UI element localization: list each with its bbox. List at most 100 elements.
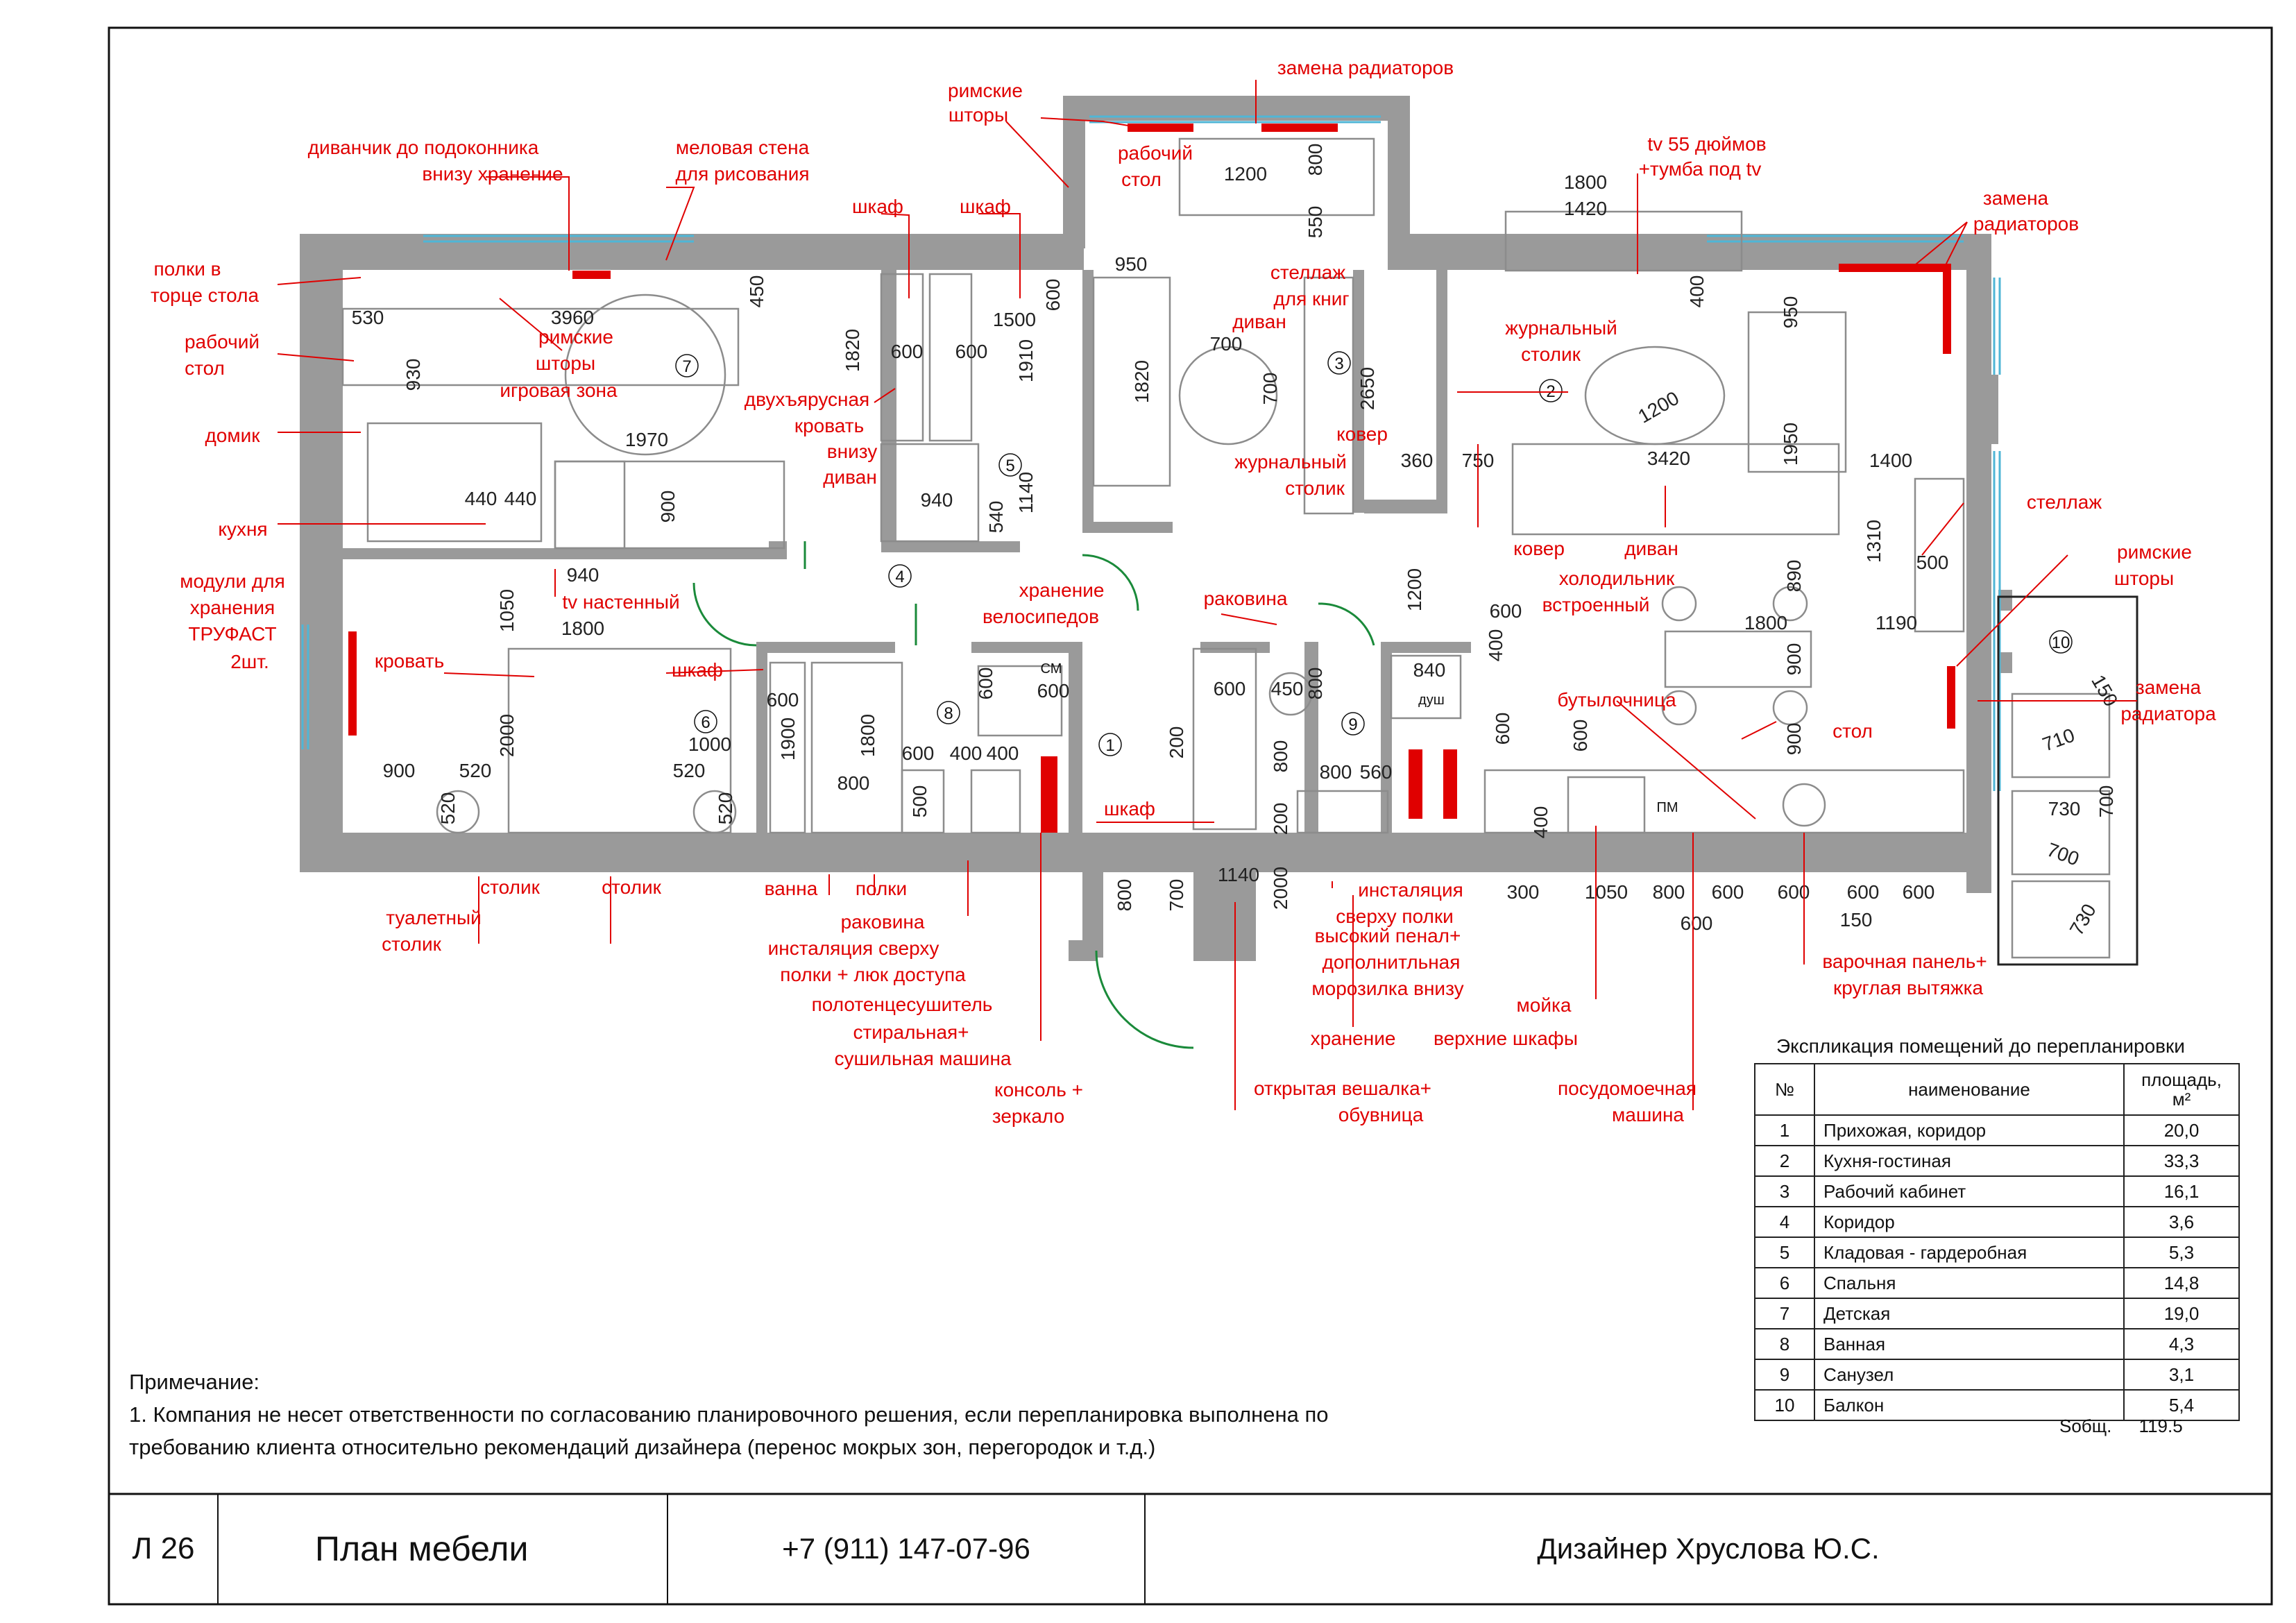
annotation: tv настенный [562,591,679,613]
note-line: Примечание: [129,1370,260,1394]
fixture-label: ПМ [1656,800,1678,815]
dimension: 1050 [1585,881,1628,903]
dimension: 3420 [1647,448,1690,469]
annotation: обувница [1338,1104,1424,1125]
total-label: Sобщ. [2059,1416,2112,1436]
annotation: шкаф [672,659,723,681]
annotation: открытая вешалка+ [1254,1078,1431,1099]
annotation: +тумба под tv [1639,158,1762,180]
annotation: встроенный [1542,594,1650,615]
annotation: римские [2117,541,2192,563]
annotation: диван [823,466,877,488]
table-cell: 5,3 [2123,1237,2240,1268]
phone-number: +7 (911) 147-07-96 [782,1532,1030,1565]
annotation: инсталяция [1358,879,1463,901]
dimension: 940 [921,489,953,511]
table-cell: Санузел [1814,1359,2125,1391]
dimension: 150 [1840,909,1873,931]
table-cell: 19,0 [2123,1298,2240,1329]
annotation: инсталяция сверху [768,937,939,959]
dimension: 1420 [1564,198,1607,219]
annotation: замена радиаторов [1277,57,1454,78]
annotation: столик [480,876,540,898]
note-line: 1. Компания не несет ответственности по … [129,1402,1329,1427]
annotation: раковина [841,911,925,933]
room-number: 4 [895,568,904,586]
dimension: 600 [1492,713,1513,745]
dimension: 500 [909,785,930,818]
dimension: 700 [1210,333,1243,355]
annotation: стеллаж [1270,262,1345,283]
table-cell: 4,3 [2123,1328,2240,1360]
dimension: 800 [1114,879,1135,912]
annotation: туалетный [386,907,481,928]
table-cell: 3 [1754,1175,1815,1207]
annotation: двухъярусная [745,389,869,410]
dimension: 600 [902,742,935,764]
dimension: 600 [1214,678,1246,699]
sheet-number: Л 26 [132,1531,195,1565]
dimension: 700 [2044,839,2082,870]
header-cell: № [1754,1063,1815,1116]
note-line: требованию клиента относительно рекоменд… [129,1435,1156,1459]
annotation: радиатора [2120,703,2216,724]
annotation: игровая зона [500,380,618,401]
table-cell: Детская [1814,1298,2125,1329]
dimension: 200 [1166,726,1187,759]
annotation: для рисования [675,163,809,185]
dimension: 400 [1530,806,1551,839]
annotation: столик [382,933,441,955]
dimension: 600 [1042,279,1064,312]
dimension: 930 [402,359,424,391]
annotation: внизу хранение [422,163,563,185]
annotation: стол [1832,720,1873,742]
annotation: столик [602,876,661,898]
annotation: модули для [180,570,285,592]
annotation: внизу [827,441,878,462]
dimension: 1910 [1015,339,1037,382]
annotation: римские [538,326,613,348]
dimension: 900 [383,760,416,781]
dimension: 2650 [1357,367,1378,410]
dimension: 800 [1653,881,1685,903]
room-number: 8 [944,704,953,723]
annotation: морозилка внизу [1311,978,1463,999]
explication-total: Sобщ. 119.5 [2059,1416,2183,1437]
annotation: зеркало [992,1105,1064,1127]
annotation: холодильник [1559,568,1675,589]
dimension: 1950 [1780,423,1801,466]
annotation: полки + люк доступа [780,964,966,985]
table-cell: 7 [1754,1298,1815,1329]
explication-title: Экспликация помещений до перепланировки [1776,1035,2185,1057]
dimension: 700 [1166,879,1187,912]
dimension: 800 [1270,740,1291,773]
table-cell: 33,3 [2123,1145,2240,1177]
annotation: сушильная машина [835,1048,1012,1069]
table-cell: Прихожая, коридор [1814,1114,2125,1146]
annotation: замена [1983,187,2049,209]
dimension: 1200 [1224,163,1267,185]
annotation: полотенцесушитель [812,994,993,1015]
annotation: машина [1612,1104,1684,1125]
dimension: 440 [465,488,498,509]
table-cell: Кухня-гостиная [1814,1145,2125,1177]
dimension: 800 [1304,668,1326,700]
dimension: 800 [1320,761,1352,783]
table-cell: Коридор [1814,1206,2125,1238]
table-cell: 2 [1754,1145,1815,1177]
sheet-frame [108,26,2273,1606]
dimension: 600 [1490,600,1522,622]
table-cell: 10 [1754,1389,1815,1421]
total-value: 119.5 [2138,1416,2183,1436]
annotation: шторы [2114,568,2174,589]
table-cell: 6 [1754,1267,1815,1299]
dimension: 450 [746,275,767,308]
dimension: 2000 [496,714,518,757]
table-cell: 5,4 [2123,1389,2240,1421]
